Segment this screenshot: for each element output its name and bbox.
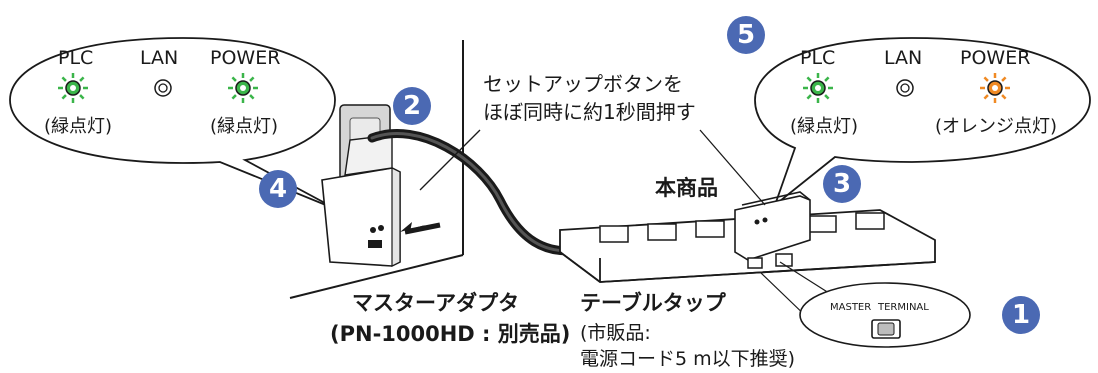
right-callout-bubble <box>754 37 1091 208</box>
instruction-line2: ほぼ同時に約1秒間押す <box>483 100 696 124</box>
step-badge-4: 4 <box>259 170 297 208</box>
leader-to-product <box>699 129 766 206</box>
step-badge-1: 1 <box>1002 296 1040 334</box>
instruction-line1: セットアップボタンを <box>483 72 683 96</box>
right-plc-label: PLC <box>800 47 836 69</box>
lan-led-icon <box>154 79 172 97</box>
leader-to-adapter <box>419 129 481 191</box>
left-power-note: (緑点灯) <box>210 116 279 137</box>
table-tap-line3: 電源コード5 m以下推奨) <box>580 348 796 370</box>
switch-terminal-label: TERMINAL <box>878 302 929 313</box>
lan-led-icon <box>896 79 914 97</box>
power-cord <box>367 129 585 256</box>
step-badge-3: 3 <box>823 165 861 203</box>
plc-led-icon <box>803 73 833 103</box>
left-indicator-group <box>58 73 258 103</box>
master-adapter-body <box>321 167 401 267</box>
step-badge-5: 5 <box>727 16 765 54</box>
product-unit <box>734 195 811 261</box>
switch-callout <box>799 282 971 348</box>
right-plc-note: (緑点灯) <box>790 116 859 137</box>
master-adapter-line1: マスターアダプタ <box>352 291 520 315</box>
plc-led-icon <box>58 73 88 103</box>
product-label: 本商品 <box>655 176 718 200</box>
step-badge-2: 2 <box>393 87 431 125</box>
left-lan-label: LAN <box>140 47 179 69</box>
left-plc-note: (緑点灯) <box>44 116 113 137</box>
right-power-note: (オレンジ点灯) <box>935 116 1058 137</box>
right-lan-label: LAN <box>884 47 923 69</box>
power-led-icon <box>228 73 258 103</box>
switch-master-label: MASTER <box>830 302 872 313</box>
master-adapter-line2: (PN-1000HD : 別売品) <box>330 322 571 346</box>
power-led-icon <box>980 73 1010 103</box>
floor-line <box>289 254 464 299</box>
tap-sockets <box>599 212 885 243</box>
table-tap-line2: (市販品: <box>580 322 651 344</box>
right-power-label: POWER <box>960 47 1031 69</box>
left-plc-label: PLC <box>58 47 94 69</box>
left-callout-bubble <box>9 37 339 211</box>
left-power-label: POWER <box>210 47 281 69</box>
right-indicator-group <box>803 73 1010 103</box>
table-tap-line1: テーブルタップ <box>580 291 726 315</box>
